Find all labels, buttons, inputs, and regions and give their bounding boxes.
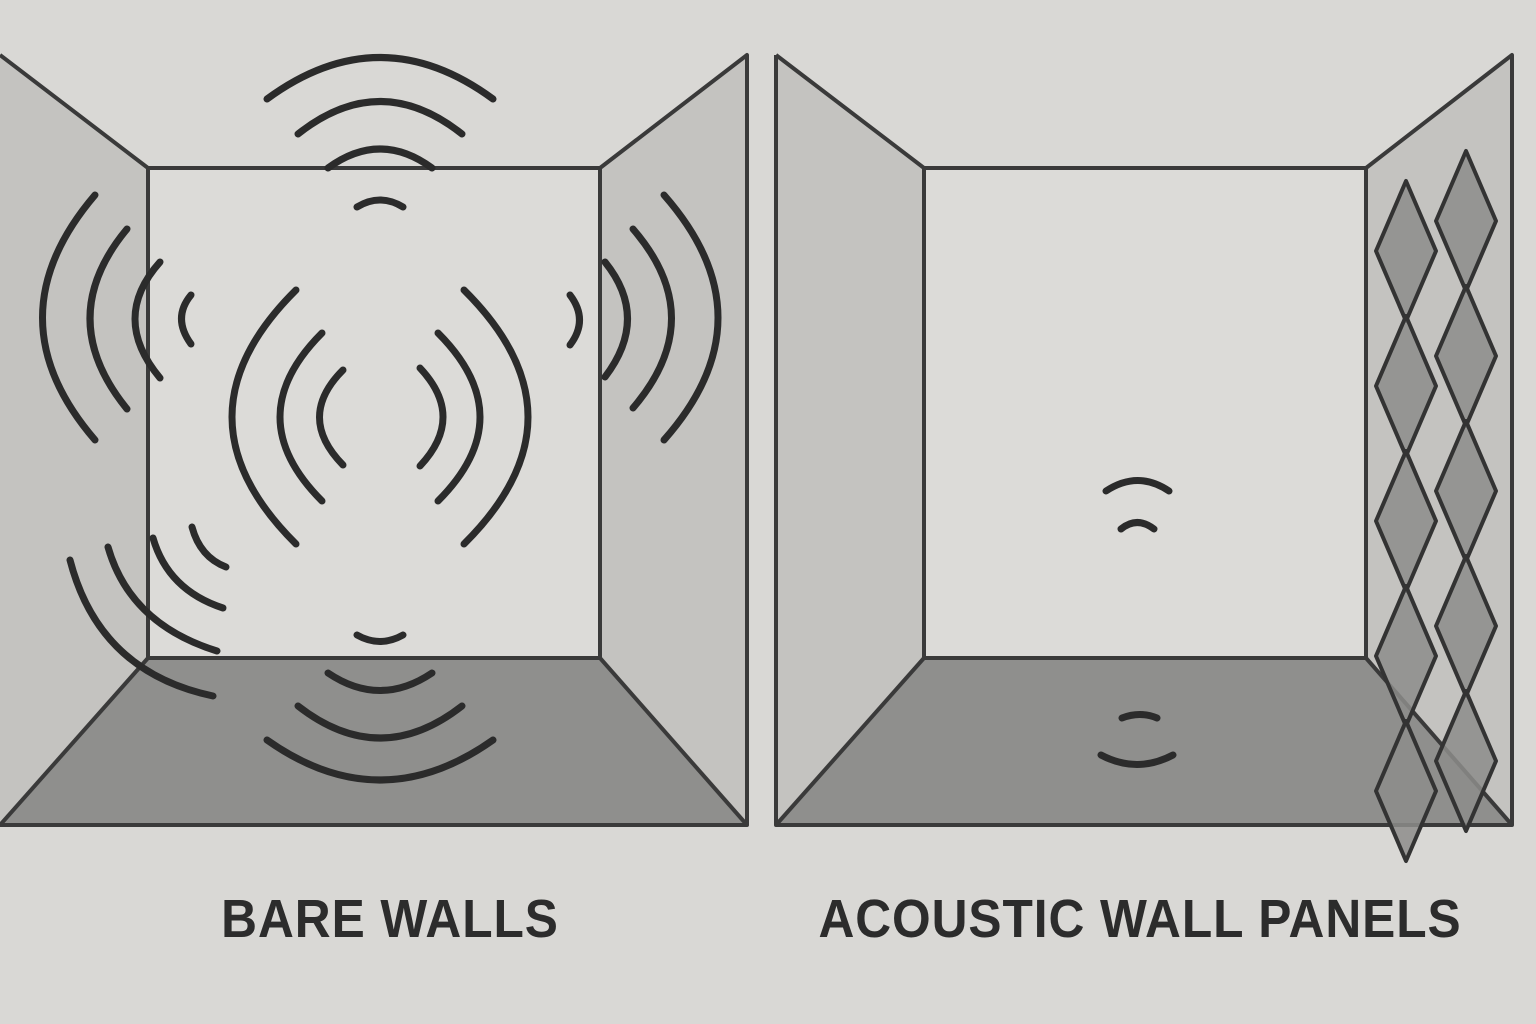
- acoustic-panels-room: [774, 53, 1514, 863]
- sound-wave: [149, 534, 227, 612]
- sound-wave: [178, 291, 195, 348]
- sound-wave: [316, 366, 347, 469]
- acoustic-panel: [1434, 689, 1498, 833]
- sound-wave: [416, 364, 447, 470]
- sound-wave: [353, 631, 407, 645]
- sound-wave: [660, 191, 722, 444]
- right-room-left-wall: [776, 55, 924, 825]
- right-room-back-wall: [924, 168, 1366, 658]
- sound-wave: [228, 286, 300, 548]
- left-room-floor: [0, 658, 747, 825]
- sound-wave: [131, 258, 164, 382]
- sound-wave: [263, 736, 497, 784]
- left-room-back-wall: [148, 168, 600, 658]
- acoustic-wall-panels-label: ACOUSTIC WALL PANELS: [818, 889, 1462, 949]
- bare-walls-label: BARE WALLS: [221, 889, 559, 949]
- sound-wave: [66, 556, 217, 700]
- sound-wave: [104, 543, 221, 655]
- sound-wave: [601, 258, 631, 381]
- sound-wave: [294, 98, 466, 138]
- sound-wave: [460, 286, 532, 548]
- bare-walls-room: [0, 53, 749, 827]
- sound-wave: [294, 702, 466, 742]
- right-room-floor: [776, 658, 1512, 825]
- acoustic-panel: [1374, 719, 1438, 863]
- sound-wave: [276, 329, 326, 505]
- sound-wave: [263, 54, 497, 103]
- sound-wave: [324, 669, 436, 694]
- left-room-right-wall: [600, 55, 747, 825]
- sound-wave: [353, 196, 407, 211]
- sound-wave: [188, 523, 230, 571]
- sound-wave: [39, 191, 99, 444]
- sound-wave: [324, 145, 436, 172]
- acoustic-panel-grid: [1374, 149, 1498, 863]
- sound-wave: [434, 329, 484, 505]
- sound-wave: [1118, 711, 1161, 722]
- sound-wave: [1102, 477, 1173, 495]
- left-room-outline: [0, 53, 749, 827]
- sound-wave: [1117, 519, 1158, 533]
- sound-waves-absorbed: [1097, 477, 1177, 768]
- sound-wave: [1097, 751, 1177, 768]
- sound-wave: [86, 225, 131, 413]
- sound-wave: [566, 291, 583, 349]
- sound-wave: [629, 225, 675, 412]
- sound-waves-bare: [39, 54, 722, 784]
